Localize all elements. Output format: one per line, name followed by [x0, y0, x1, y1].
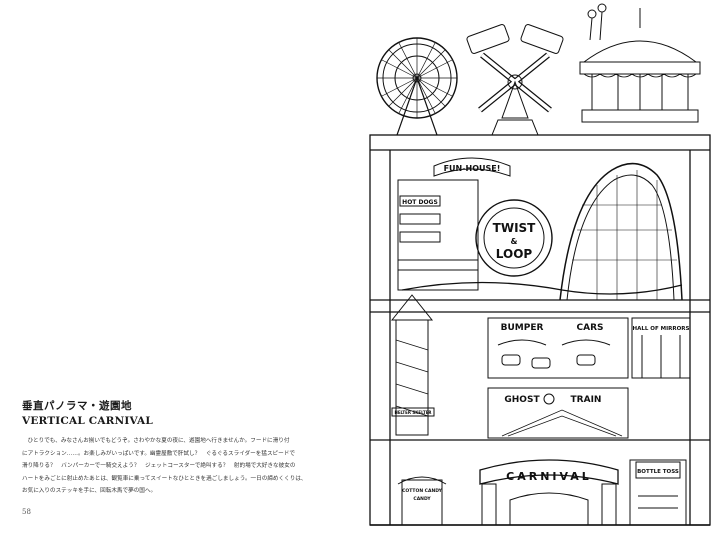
body-line: にアトラクション……。お楽しみがいっぱいです。幽霊屋敷で肝試し？ ぐるぐるスライ…	[22, 450, 295, 457]
hall-of-mirrors: HALL OF MIRRORS	[631, 317, 691, 379]
body-line: ハートをみごとに射止めたあとは、観覧車に乗ってスイートなひとときを過ごしましょう…	[22, 475, 307, 482]
fun-house-text: FUN-HOUSE!	[444, 164, 501, 173]
cars-text: CARS	[577, 323, 604, 333]
helter-skelter: HELTER SKELTER	[390, 294, 435, 436]
title-japanese: 垂直パノラマ・遊園地	[22, 400, 132, 412]
food-stalls: HOT DOGS	[397, 179, 479, 291]
bottle-toss-text: BOTTLE TOSS	[637, 469, 679, 475]
helter-skelter-text: HELTER SKELTER	[394, 410, 431, 415]
carousel	[579, 3, 701, 123]
page-number: 58	[22, 508, 31, 516]
bumper-text: BUMPER	[501, 323, 544, 333]
hot-dogs-text: HOT DOGS	[402, 199, 438, 206]
candy-text: CANDY	[413, 496, 431, 502]
title-english: VERTICAL CARNIVAL	[22, 415, 153, 427]
body-text: ひとりでも、みなさんお揃いでもどうぞ。さわやかな夏の夜に、遊園地へ行きませんか。…	[22, 435, 362, 498]
body-line: お気に入りのステッキを手に、回転木馬で夢の国へ。	[22, 488, 157, 494]
loop-text: LOOP	[496, 247, 533, 261]
ferris-wheel	[376, 37, 458, 136]
article-text-block: 垂直パノラマ・遊園地 VERTICAL CARNIVAL ひとりでも、みなさんお…	[22, 398, 362, 498]
ampersand-text: &	[511, 237, 518, 246]
ghost-text: GHOST	[504, 395, 540, 405]
twist-loop-sign: TWIST & LOOP	[475, 199, 553, 277]
cotton-candy-stall: COTTON CANDY CANDY	[397, 476, 447, 526]
hall-of-mirrors-text: HALL OF MIRRORS	[633, 326, 690, 332]
fun-house-sign: FUN-HOUSE!	[433, 157, 511, 177]
carnival-illustration: FUN-HOUSE! HOT DOGS TWIST & LOOP	[362, 0, 721, 538]
spinning-ride	[466, 24, 564, 136]
carnival-text: CARNIVAL	[506, 470, 592, 483]
roller-coaster	[401, 162, 683, 301]
body-line: ひとりでも、みなさんお揃いでもどうぞ。さわやかな夏の夜に、遊園地へ行きませんか。…	[22, 438, 290, 444]
bottle-toss-stall: BOTTLE TOSS	[629, 459, 687, 526]
twist-text: TWIST	[493, 221, 537, 235]
bumper-cars: BUMPER CARS	[487, 317, 629, 379]
carnival-gate: CARNIVAL	[479, 459, 619, 526]
ghost-train: GHOST TRAIN	[487, 387, 629, 439]
train-text: TRAIN	[571, 395, 602, 405]
body-line: 滑り降りる？ バンパーカーで一騎交えよう？ ジェットコースターで絶叫する？ 射的…	[22, 463, 296, 469]
cotton-candy-text: COTTON CANDY	[402, 488, 442, 494]
